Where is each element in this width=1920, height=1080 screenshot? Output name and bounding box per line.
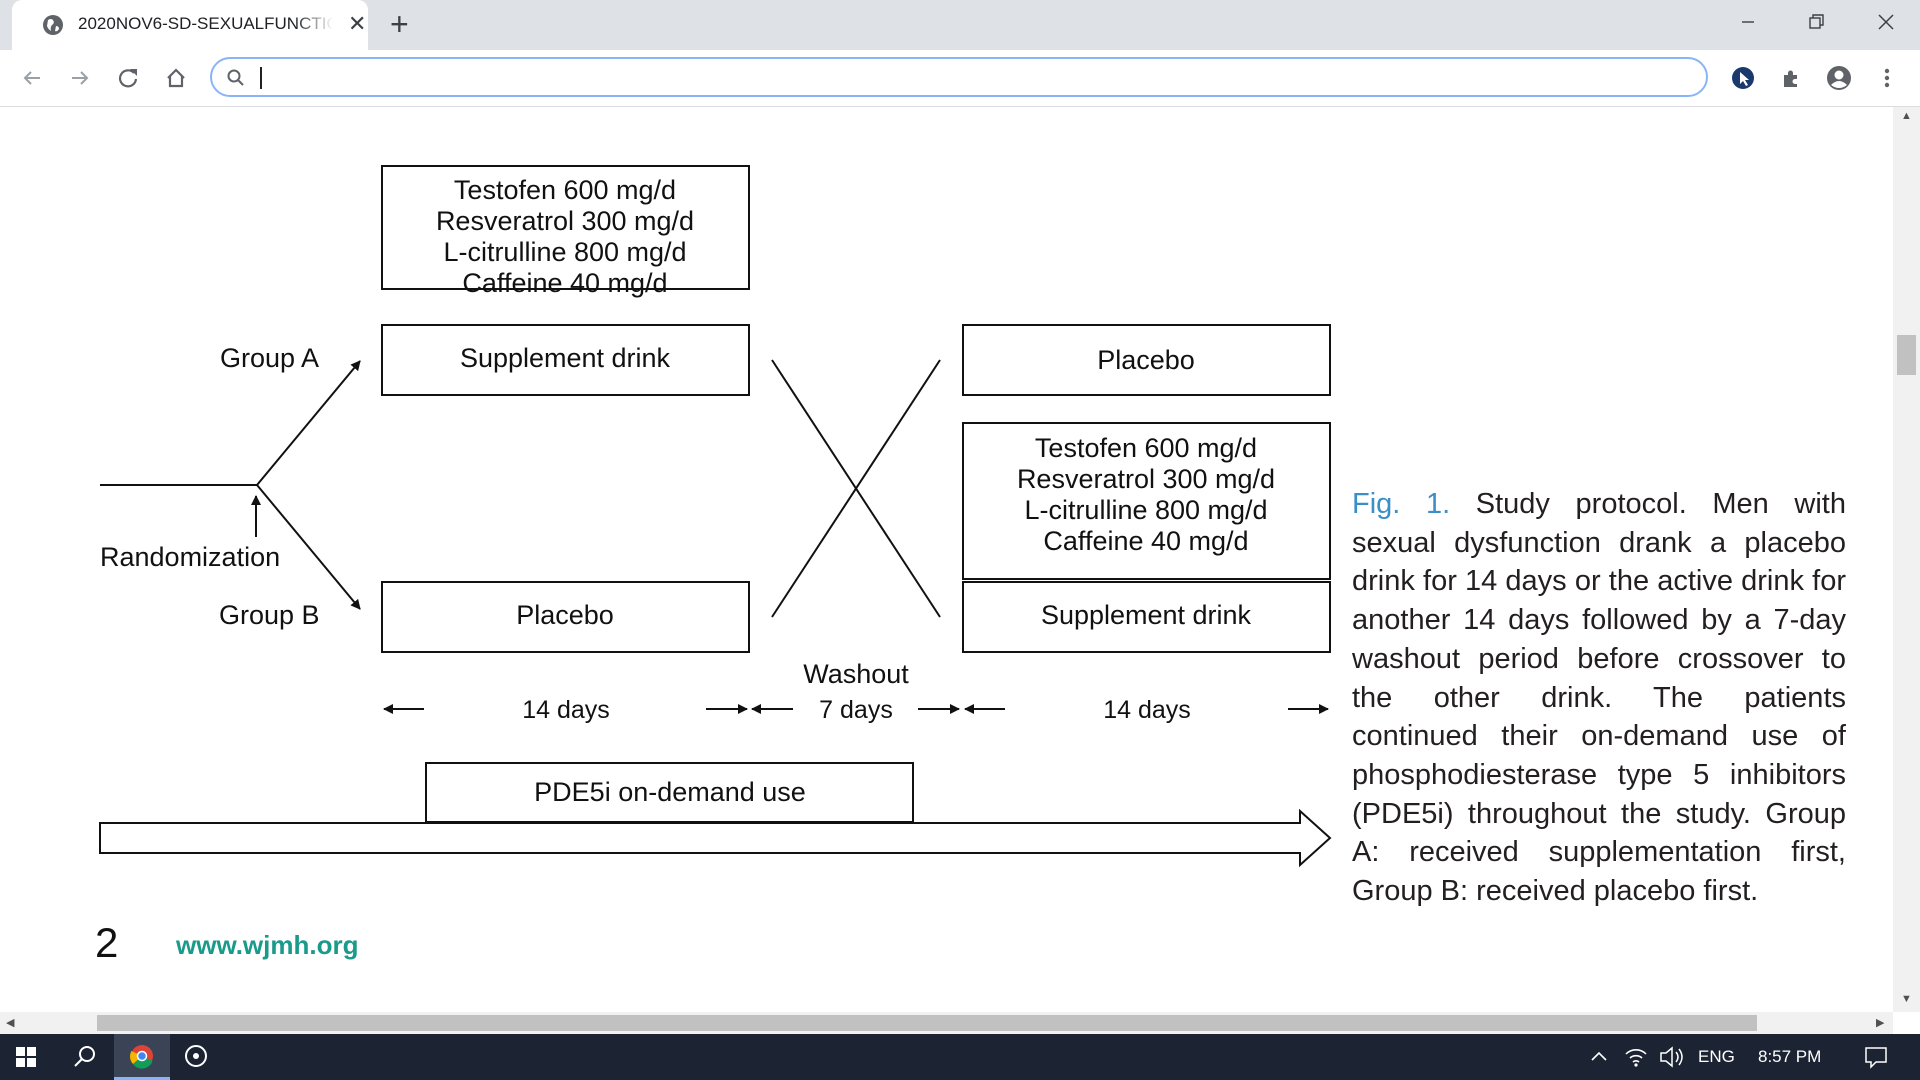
page-number: 2 <box>95 919 119 966</box>
media-app-taskbar-icon[interactable] <box>170 1034 222 1080</box>
crossover-line-2 <box>771 359 941 618</box>
caption-label: Fig. 1. <box>1352 488 1451 520</box>
placebo-box-2 <box>962 324 1331 396</box>
address-bar-caret <box>260 67 262 89</box>
right-box-line-4: Caffeine 40 mg/d <box>1043 526 1248 556</box>
forward-arrow-icon[interactable] <box>66 64 94 92</box>
profile-avatar-icon[interactable] <box>1825 64 1853 92</box>
right-box-line-2: Resveratrol 300 mg/d <box>1017 464 1275 494</box>
browser-toolbar <box>0 50 1920 107</box>
journal-url: www.wjmh.org <box>176 930 359 960</box>
reload-icon[interactable] <box>114 64 142 92</box>
top-box-line-1: Testofen 600 mg/d <box>454 175 676 205</box>
caption-text: Study protocol. Men with sexual dysfunct… <box>1352 488 1846 908</box>
group-b-arrow <box>256 484 361 610</box>
group-a-arrow <box>256 360 361 486</box>
restore-button[interactable] <box>1796 8 1836 38</box>
placebo-box-1 <box>381 581 750 653</box>
horizontal-scrollbar[interactable]: ◀ ▶ <box>0 1012 1893 1034</box>
placebo-label-1: Placebo <box>516 600 614 630</box>
top-box-line-4: Caffeine 40 mg/d <box>462 268 667 298</box>
notifications-icon[interactable] <box>1856 1034 1896 1080</box>
back-arrow-icon[interactable] <box>18 64 46 92</box>
tab-strip: 2020NOV6-SD-SEXUALFUNCTION ✕ + <box>0 0 1920 50</box>
windows-start-icon[interactable] <box>0 1034 52 1080</box>
supplement-drink-label-2: Supplement drink <box>1041 600 1252 630</box>
scroll-left-icon[interactable]: ◀ <box>6 1017 15 1029</box>
figure-caption: Fig. 1. Study protocol. Men with sexual … <box>1352 485 1846 911</box>
tab-close-button[interactable]: ✕ <box>348 11 367 36</box>
browser-tab[interactable]: 2020NOV6-SD-SEXUALFUNCTION ✕ <box>12 0 368 50</box>
wifi-icon[interactable] <box>1622 1034 1650 1080</box>
scroll-down-icon[interactable]: ▼ <box>1901 993 1912 1005</box>
address-bar[interactable] <box>210 57 1708 97</box>
horizontal-scroll-thumb[interactable] <box>97 1015 1757 1031</box>
group-b-label: Group B <box>219 600 320 630</box>
timeline-arrow <box>99 808 1332 868</box>
top-box-line-3: L-citrulline 800 mg/d <box>443 237 686 267</box>
group-b-supplement-composition-box <box>962 422 1331 580</box>
placebo-label-2: Placebo <box>1097 345 1195 375</box>
windows-taskbar: ENG 8:57 PM <box>0 1034 1920 1080</box>
group-a-label: Group A <box>220 343 319 373</box>
pde5i-label: PDE5i on-demand use <box>534 777 806 807</box>
randomization-label: Randomization <box>100 542 280 572</box>
period-2-label: 14 days <box>1103 696 1191 724</box>
close-window-button[interactable] <box>1866 8 1906 38</box>
minimize-button[interactable] <box>1728 8 1768 38</box>
period-washout-label: 7 days <box>819 696 893 724</box>
top-box-line-2: Resveratrol 300 mg/d <box>436 206 694 236</box>
right-box-line-1: Testofen 600 mg/d <box>1035 433 1257 463</box>
puzzle-extensions-icon[interactable] <box>1777 64 1805 92</box>
extension-cursor-icon[interactable] <box>1729 64 1757 92</box>
scroll-up-icon[interactable]: ▲ <box>1901 110 1912 122</box>
kebab-menu-icon[interactable] <box>1873 64 1901 92</box>
show-hidden-icons-chevron-icon[interactable] <box>1586 1034 1612 1080</box>
vertical-scroll-thumb[interactable] <box>1897 335 1916 375</box>
new-tab-button[interactable]: + <box>390 6 409 42</box>
supplement-drink-box-1 <box>381 324 750 396</box>
right-box-line-3: L-citrulline 800 mg/d <box>1024 495 1267 525</box>
washout-label: Washout <box>803 659 909 689</box>
search-taskbar-icon[interactable] <box>58 1034 110 1080</box>
study-protocol-figure: Testofen 600 mg/d Resveratrol 300 mg/d L… <box>99 165 1332 868</box>
volume-icon[interactable] <box>1656 1034 1686 1080</box>
home-icon[interactable] <box>162 64 190 92</box>
group-a-supplement-composition-box <box>381 165 750 290</box>
scroll-right-icon[interactable]: ▶ <box>1876 1017 1885 1029</box>
search-icon <box>227 69 244 86</box>
tab-title: 2020NOV6-SD-SEXUALFUNCTION <box>78 14 333 33</box>
period-1-label: 14 days <box>522 696 610 724</box>
supplement-drink-label-1: Supplement drink <box>460 343 671 373</box>
globe-icon <box>43 15 63 35</box>
chrome-taskbar-icon[interactable] <box>114 1034 170 1080</box>
clock[interactable]: 8:57 PM <box>1758 1047 1822 1066</box>
supplement-drink-box-2 <box>962 581 1331 653</box>
vertical-scrollbar[interactable]: ▲ ▼ <box>1893 107 1920 1012</box>
language-indicator[interactable]: ENG <box>1698 1047 1735 1066</box>
pdf-page: Testofen 600 mg/d Resveratrol 300 mg/d L… <box>0 107 1893 1012</box>
